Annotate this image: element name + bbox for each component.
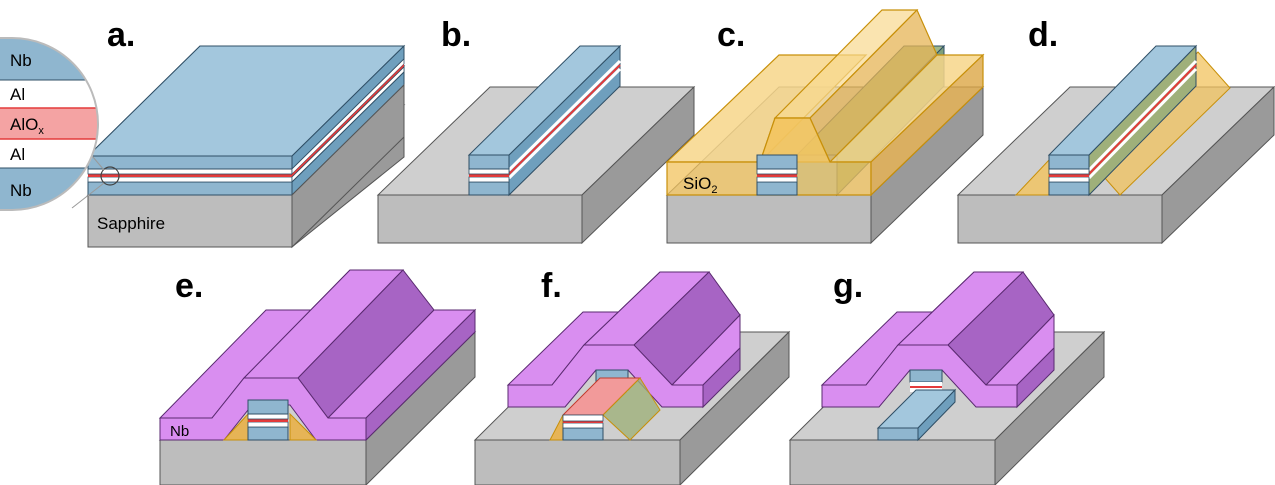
panel-label-c: c. [717,16,745,54]
nb-top-front [87,155,293,170]
substrate-front [666,194,872,244]
nb-wiring-side [365,308,476,442]
stack-label-nb-bottom: Nb [10,181,32,200]
stack-label-nb-top: Nb [10,51,32,70]
substrate-side-2 [291,83,405,249]
stack-label-al-top: Al [10,85,25,104]
panel-label-b: b. [441,16,471,54]
panel-label-d: d. [1028,16,1058,54]
sio2-label: SiO2 [683,174,717,196]
substrate-label: Sapphire [97,214,165,233]
zoom-line-bottom [71,182,105,209]
panel-e: Nb e. [158,267,477,485]
substrate-front [789,439,996,485]
substrate-front [377,194,583,244]
panel-label-a: a. [107,16,135,54]
nb-bottom-front [87,181,293,196]
substrate-side [679,330,790,485]
zoom-origin-marker [100,166,120,186]
stack-label-alox: AlOx [10,115,44,137]
substrate-side [581,85,695,245]
panel-label-e: e. [175,267,203,305]
panel-d: d. [956,16,1275,245]
panel-a: Sapphire Nb Al AlOx Al Nb a. [0,16,406,249]
substrate-front [474,439,681,485]
panel-f: f. [473,267,791,485]
magnifier-outline [0,37,99,211]
stack-label-al-bottom: Al [10,145,25,164]
substrate-side [994,330,1105,485]
nb-wiring-label: Nb [170,423,189,440]
panel-g: g. [788,267,1106,485]
substrate-front [957,194,1163,244]
substrate-front [159,439,367,485]
alox-side-2 [292,64,404,177]
alox-front [88,174,292,177]
panel-label-f: f. [541,267,562,305]
panel-c: SiO2 c. [665,8,985,245]
panel-label-g: g. [833,267,863,305]
panel-b: b. [376,16,696,245]
substrate-side [1161,85,1275,245]
sio2-side [870,53,984,197]
